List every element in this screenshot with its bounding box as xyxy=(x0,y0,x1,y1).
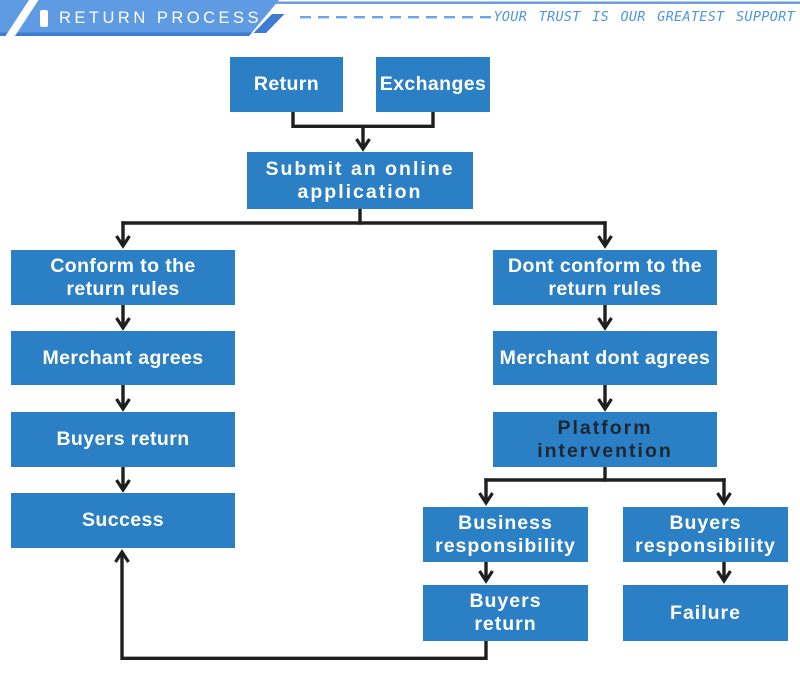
node-label: return rules xyxy=(66,277,180,300)
node-label: application xyxy=(297,180,423,203)
connector-merge-bracket xyxy=(291,112,435,128)
node-business-responsibility: Business responsibility xyxy=(423,507,588,562)
header-slash-cut xyxy=(5,0,39,36)
node-label: responsibility xyxy=(435,534,576,557)
node-buyers-return: Buyers return xyxy=(11,412,235,467)
page-header: RETURN PROCESS YOUR TRUST IS OUR GREATES… xyxy=(0,0,800,40)
header-top-line xyxy=(246,1,800,4)
node-merchant-dont-agrees: Merchant dont agrees xyxy=(493,331,717,385)
node-label: Buyers xyxy=(669,511,742,534)
node-label: Business xyxy=(458,511,553,534)
node-label: intervention xyxy=(537,439,673,462)
node-label: Return xyxy=(253,73,320,95)
header-decoration xyxy=(0,0,800,36)
node-label: Conform to the xyxy=(50,254,196,277)
node-merchant-agrees: Merchant agrees xyxy=(11,331,235,385)
node-label: Dont conform to the xyxy=(508,254,702,277)
node-label: Submit an online xyxy=(265,157,455,180)
header-slogan: YOUR TRUST IS OUR GREATEST SUPPORT xyxy=(493,9,795,25)
header-bar-shape xyxy=(0,0,279,36)
node-label: Exchanges xyxy=(379,73,487,95)
header-accent-shape xyxy=(253,14,285,33)
node-success: Success xyxy=(11,493,235,548)
node-label: Merchant dont agrees xyxy=(499,346,711,369)
node-label: return rules xyxy=(548,277,662,300)
node-label: Buyers xyxy=(469,590,542,612)
node-failure: Failure xyxy=(623,585,788,641)
node-buyers-return-2: Buyers return xyxy=(423,585,588,641)
node-conform-rules: Conform to the return rules xyxy=(11,250,235,305)
page-title: RETURN PROCESS xyxy=(59,8,263,27)
node-platform-intervention: Platform intervention xyxy=(493,412,717,467)
node-buyers-responsibility: Buyers responsibility xyxy=(623,507,788,562)
node-submit-application: Submit an online application xyxy=(247,152,473,209)
node-label: Failure xyxy=(670,601,741,624)
node-label: Success xyxy=(82,509,164,531)
node-label: return xyxy=(474,613,537,635)
title-bar-icon xyxy=(40,9,48,27)
node-label: Merchant agrees xyxy=(42,346,204,369)
node-return: Return xyxy=(230,57,343,112)
node-label: Platform xyxy=(557,416,653,439)
node-label: Buyers return xyxy=(56,428,190,450)
node-label: responsibility xyxy=(635,534,776,557)
node-dont-conform-rules: Dont conform to the return rules xyxy=(493,250,717,305)
header-bar-bottom-edge xyxy=(0,32,252,36)
node-exchanges: Exchanges xyxy=(376,57,490,112)
header-title-group: RETURN PROCESS xyxy=(40,0,262,36)
